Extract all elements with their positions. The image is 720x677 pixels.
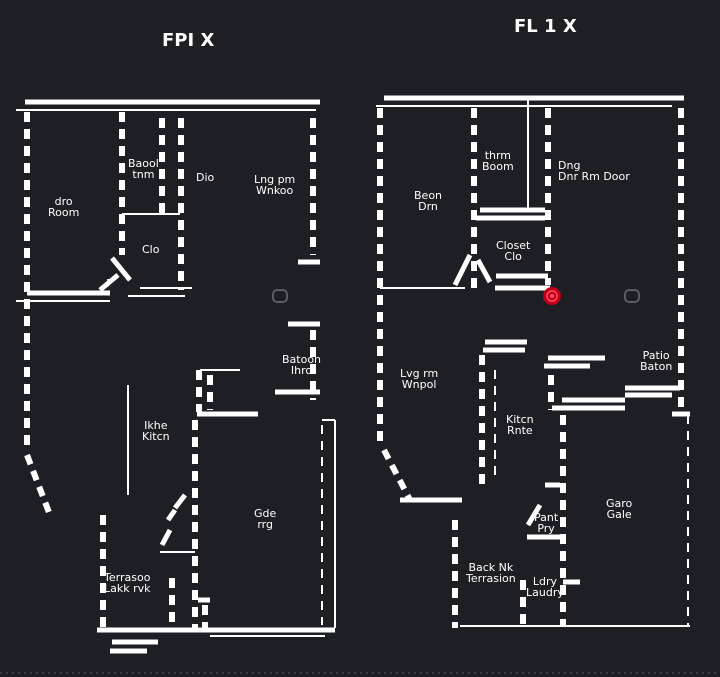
right-plan-walls — [376, 95, 690, 628]
room-label: Clo — [142, 243, 160, 256]
right-lock-icon[interactable] — [624, 289, 640, 303]
room-label: Dio — [196, 171, 215, 184]
location-marker-icon[interactable] — [543, 287, 561, 305]
left-plan-title: FPI X — [162, 30, 215, 51]
left-plan-walls — [16, 99, 336, 654]
right-plan-title: FL 1 X — [514, 16, 577, 37]
left-lock-icon[interactable] — [272, 289, 288, 303]
room-label: F — [106, 277, 113, 290]
